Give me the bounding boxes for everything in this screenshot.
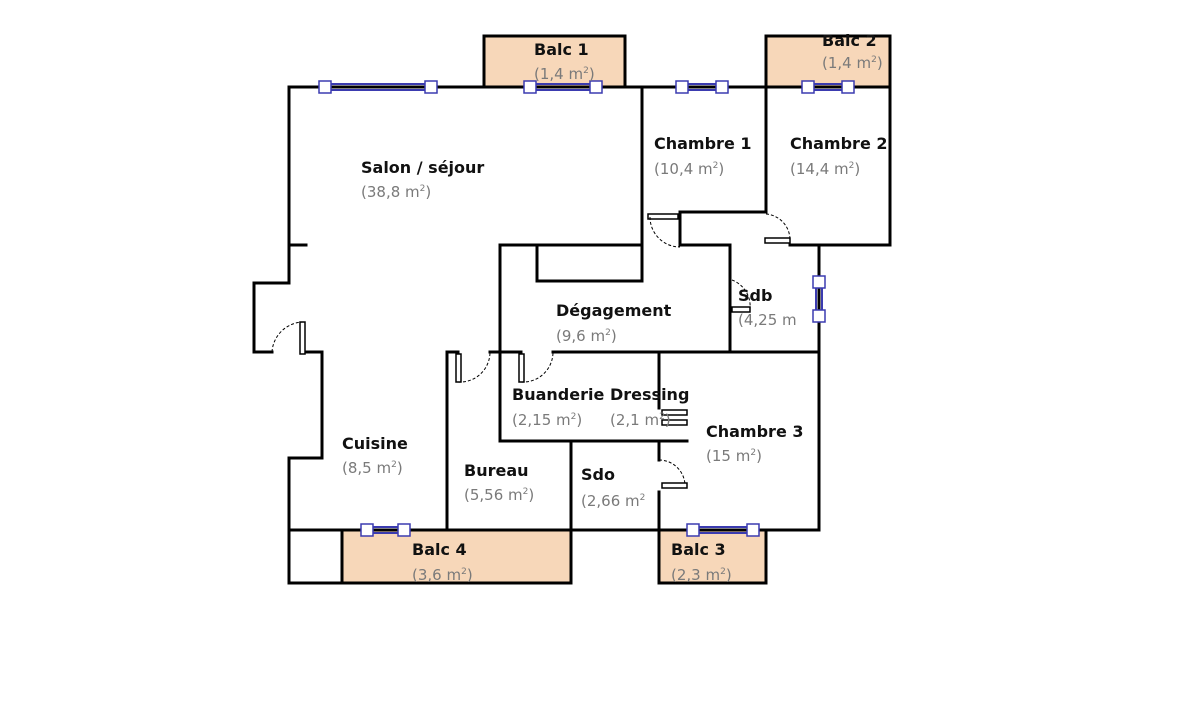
room-area-sdb: (4,25 m: [738, 311, 797, 329]
door-dressing: [661, 409, 688, 416]
door-chambre-2: [764, 237, 791, 244]
room-name-degagement: Dégagement: [556, 301, 672, 320]
room-name-cuisine: Cuisine: [342, 434, 408, 453]
window-handle: [360, 523, 374, 537]
room-area-buanderie: (2,15 m2): [512, 411, 582, 429]
window-handle: [686, 523, 700, 537]
window-handle: [424, 80, 438, 94]
room-area-chambre-2: (14,4 m2): [790, 160, 860, 178]
door-dressing-2: [661, 419, 688, 426]
room-area-chambre-3: (15 m2): [706, 447, 762, 465]
room-name-sdb: Sdb: [738, 286, 772, 305]
room-area-balc-3: (2,3 m2): [671, 566, 732, 584]
room-labels: Salon / séjour (38,8 m2) Chambre 1 (10,4…: [342, 31, 888, 584]
doors: [271, 213, 791, 489]
window-handle: [589, 80, 603, 94]
room-area-balc-4: (3,6 m2): [412, 566, 473, 584]
window-handle: [841, 80, 855, 94]
room-name-bureau: Bureau: [464, 461, 529, 480]
room-name-chambre-3: Chambre 3: [706, 422, 804, 441]
balcony-3: [657, 528, 768, 585]
room-area-balc-1: (1,4 m2): [534, 65, 595, 83]
door-sdo: [661, 482, 688, 489]
windows: [318, 80, 855, 537]
room-name-chambre-2: Chambre 2: [790, 134, 888, 153]
room-name-dressing: Dressing: [610, 385, 689, 404]
room-name-balc-4: Balc 4: [412, 540, 467, 559]
room-name-balc-2: Balc 2: [822, 31, 877, 50]
room-area-balc-2: (1,4 m2): [822, 54, 883, 72]
walls: [252, 34, 892, 585]
room-area-salon: (38,8 m2): [361, 183, 431, 201]
window-handle: [812, 309, 826, 323]
door-buanderie: [518, 353, 525, 383]
room-name-chambre-1: Chambre 1: [654, 134, 752, 153]
room-area-dressing: (2,1 m2): [610, 411, 671, 429]
window-handle: [715, 80, 729, 94]
room-area-degagement: (9,6 m2): [556, 327, 617, 345]
window-handle: [523, 80, 537, 94]
window-handle: [812, 275, 826, 289]
window-handle: [746, 523, 760, 537]
room-name-balc-1: Balc 1: [534, 40, 589, 59]
door-chambre-1: [647, 213, 679, 220]
window-handle: [801, 80, 815, 94]
room-area-sdo: (2,66 m2: [581, 492, 645, 510]
room-name-sdo: Sdo: [581, 465, 615, 484]
room-area-chambre-1: (10,4 m2): [654, 160, 724, 178]
door-entrance: [299, 321, 306, 355]
room-name-salon: Salon / séjour: [361, 158, 484, 177]
room-name-buanderie: Buanderie: [512, 385, 604, 404]
window-handle: [397, 523, 411, 537]
room-area-bureau: (5,56 m2): [464, 486, 534, 504]
window-handle: [675, 80, 689, 94]
room-name-balc-3: Balc 3: [671, 540, 726, 559]
door-sdb: [731, 306, 751, 313]
room-area-cuisine: (8,5 m2): [342, 459, 403, 477]
door-bureau: [455, 353, 462, 383]
window-handle: [318, 80, 332, 94]
